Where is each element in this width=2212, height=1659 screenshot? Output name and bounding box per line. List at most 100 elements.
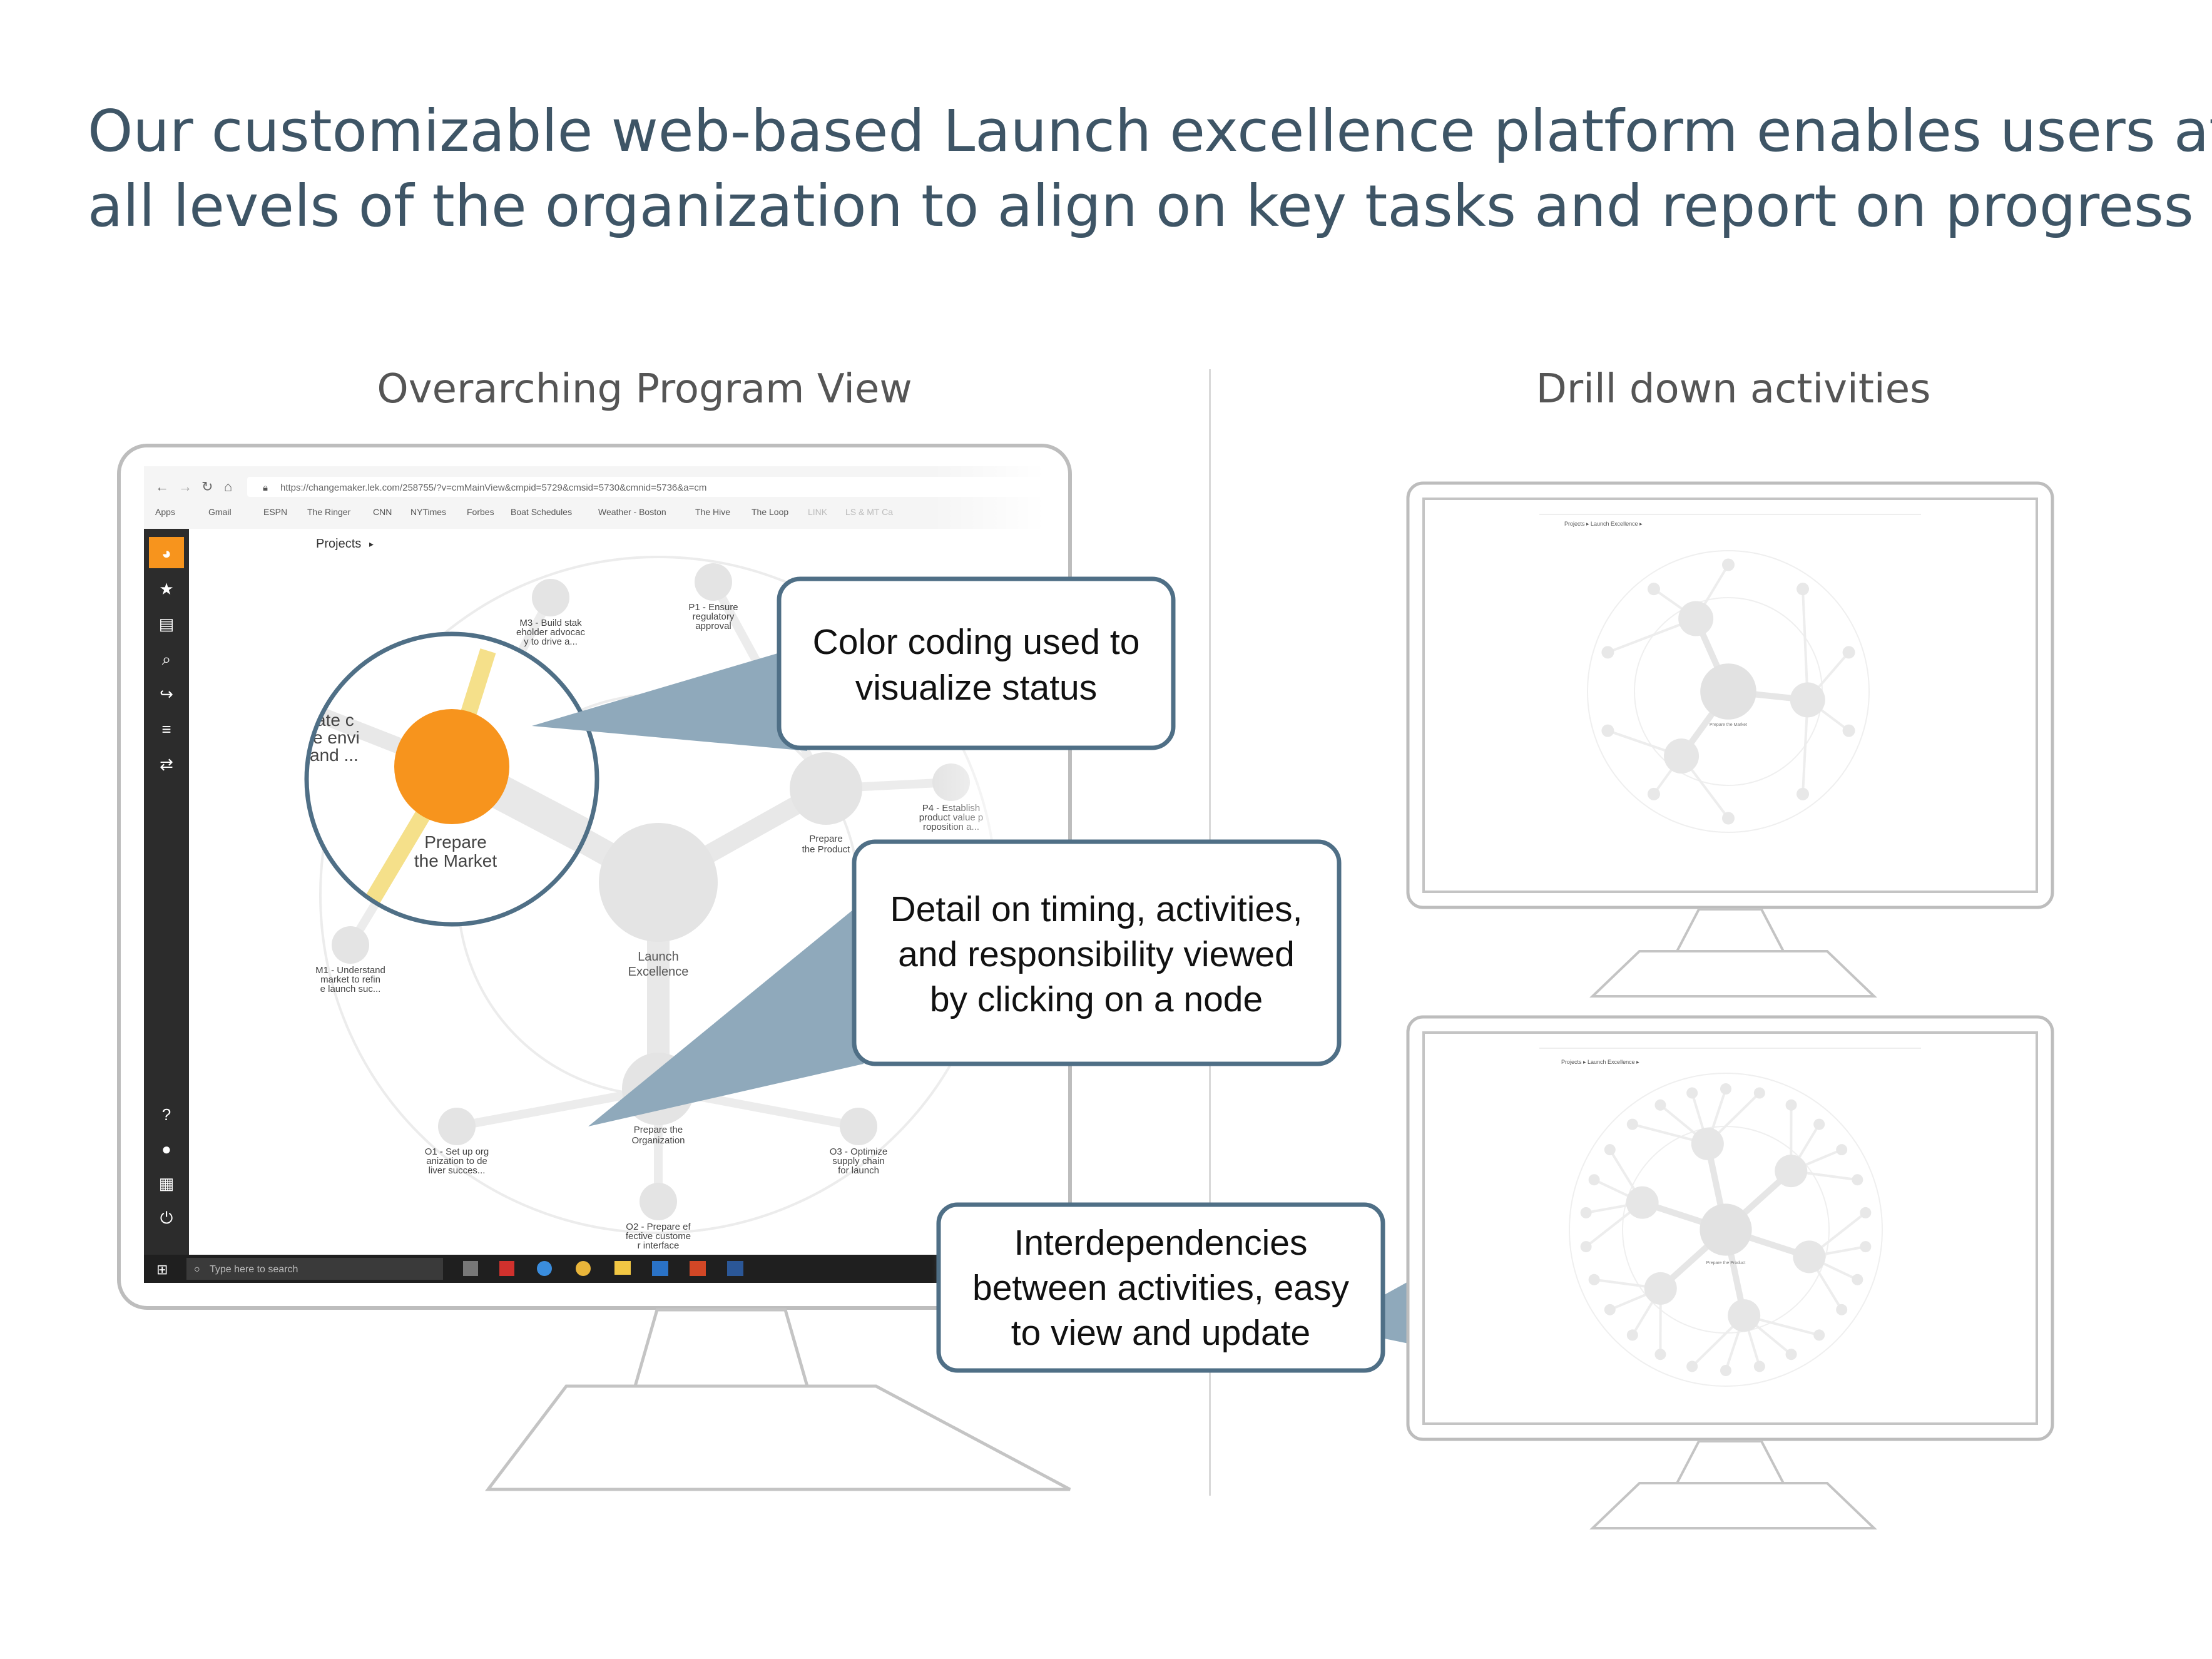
bookmark-item[interactable]: CNN — [373, 507, 392, 517]
swap-icon[interactable]: ⇄ — [160, 755, 173, 773]
node-prepare-product[interactable] — [790, 752, 862, 825]
mini-leaf-node[interactable] — [1654, 1349, 1666, 1360]
mini-leaf-node[interactable] — [1686, 1087, 1698, 1099]
bookmark-item[interactable]: NYTimes — [410, 507, 446, 517]
mini-leaf-node[interactable] — [1722, 558, 1735, 571]
node-launch-excellence[interactable] — [599, 823, 718, 942]
chrome-icon[interactable] — [576, 1261, 591, 1276]
mini-leaf-node[interactable] — [1797, 787, 1810, 800]
mini-leaf-node[interactable] — [1626, 1329, 1638, 1341]
explorer-icon[interactable] — [614, 1261, 631, 1275]
mini-leaf-node[interactable] — [1722, 812, 1735, 825]
mini-leaf-node[interactable] — [1686, 1360, 1698, 1372]
mini-leaf-node[interactable] — [1580, 1207, 1592, 1218]
mini-hub-node[interactable] — [1644, 1272, 1677, 1305]
mini-hub-node[interactable] — [1793, 1240, 1826, 1274]
mini-leaf-node[interactable] — [1720, 1365, 1731, 1376]
forward-icon[interactable]: → — [178, 479, 192, 494]
mini-leaf-node[interactable] — [1604, 1304, 1616, 1315]
star-icon[interactable]: ★ — [159, 579, 173, 598]
mini-hub-node[interactable] — [1678, 601, 1714, 636]
mini-leaf-node[interactable] — [1601, 646, 1614, 659]
node-p1[interactable] — [695, 563, 732, 601]
mini-leaf-node[interactable] — [1588, 1274, 1600, 1285]
mini-center-node[interactable] — [1700, 663, 1756, 720]
node-m3[interactable] — [532, 579, 569, 616]
bookmark-item[interactable]: Weather - Boston — [598, 507, 666, 517]
node-o1[interactable] — [438, 1108, 476, 1145]
mini-hub-node[interactable] — [1664, 738, 1700, 774]
mini-leaf-node[interactable] — [1842, 646, 1855, 659]
outlook-icon[interactable] — [652, 1261, 668, 1276]
bookmark-item[interactable]: ESPN — [263, 507, 287, 517]
url-text[interactable]: https://changemaker.lek.com/258755/?v=cm… — [280, 482, 706, 493]
mini-leaf-node[interactable] — [1588, 1174, 1600, 1186]
mini-hub-node[interactable] — [1691, 1127, 1724, 1160]
mini-leaf-node[interactable] — [1753, 1360, 1765, 1372]
node-o3[interactable] — [840, 1108, 877, 1145]
mini-hub-node[interactable] — [1728, 1299, 1761, 1332]
mini-leaf-node[interactable] — [1785, 1349, 1797, 1360]
task-view-icon[interactable] — [463, 1261, 478, 1276]
list-icon[interactable]: ≡ — [161, 720, 171, 738]
drilldown-top-breadcrumb[interactable]: Projects ▸ Launch Excellence ▸ — [1564, 521, 1643, 527]
bookmark-item[interactable]: Forbes — [467, 507, 494, 517]
power-icon[interactable]: ⏻ — [160, 1208, 173, 1227]
bookmark-item[interactable]: Boat Schedules — [511, 507, 572, 517]
bookmark-item[interactable]: Gmail — [208, 507, 232, 517]
mini-leaf-node[interactable] — [1604, 1144, 1616, 1156]
pie-chart-icon[interactable]: ◕ — [161, 544, 171, 563]
bookmark-item[interactable]: LINK — [808, 507, 828, 517]
grid-icon[interactable]: ▦ — [159, 1174, 175, 1193]
document-icon[interactable]: ▤ — [159, 615, 175, 633]
mini-leaf-node[interactable] — [1647, 583, 1660, 596]
mini-leaf-node[interactable] — [1580, 1241, 1592, 1253]
drilldown-bottom-breadcrumb[interactable]: Projects ▸ Launch Excellence ▸ — [1561, 1059, 1639, 1065]
sidebar-active-tab[interactable] — [149, 537, 184, 568]
node-o2[interactable] — [640, 1183, 677, 1220]
mini-leaf-node[interactable] — [1647, 787, 1660, 800]
node-m1[interactable] — [332, 926, 369, 964]
bookmark-item[interactable]: The Ringer — [307, 507, 351, 517]
mini-hub-node[interactable] — [1775, 1155, 1808, 1188]
mini-leaf-node[interactable] — [1753, 1087, 1765, 1099]
search-icon[interactable]: ⌕ — [162, 650, 171, 668]
bookmark-item[interactable]: Apps — [155, 507, 175, 517]
mini-leaf-node[interactable] — [1852, 1174, 1863, 1186]
mini-leaf-node[interactable] — [1842, 724, 1855, 737]
share-icon[interactable]: ↪ — [160, 685, 173, 703]
breadcrumb[interactable]: Projects — [316, 537, 361, 551]
mini-leaf-node[interactable] — [1626, 1118, 1638, 1130]
mini-leaf-node[interactable] — [1852, 1274, 1863, 1285]
taskbar-search-placeholder[interactable]: Type here to search — [210, 1264, 298, 1275]
mini-leaf-node[interactable] — [1797, 583, 1810, 596]
app-icon-1[interactable] — [499, 1261, 514, 1276]
mini-center-node[interactable] — [1700, 1203, 1752, 1256]
mini-hub-node[interactable] — [1790, 682, 1825, 718]
mini-leaf-node[interactable] — [1860, 1207, 1872, 1218]
mini-leaf-node[interactable] — [1860, 1241, 1872, 1253]
mini-leaf-node[interactable] — [1601, 724, 1614, 737]
bookmark-item[interactable]: LS & MT Ca — [845, 507, 893, 517]
mini-hub-node[interactable] — [1626, 1186, 1659, 1219]
bookmark-item[interactable]: The Loop — [752, 507, 788, 517]
taskbar-search[interactable] — [186, 1258, 443, 1280]
mini-leaf-node[interactable] — [1654, 1099, 1666, 1111]
user-icon[interactable]: ● — [161, 1140, 171, 1158]
windows-start-icon[interactable]: ⊞ — [156, 1262, 168, 1277]
powerpoint-icon[interactable] — [690, 1261, 706, 1276]
word-icon[interactable] — [727, 1261, 743, 1276]
back-icon[interactable]: ← — [155, 479, 169, 494]
node-prepare-market-status[interactable] — [394, 709, 509, 824]
app-icon-2[interactable] — [537, 1261, 552, 1276]
reload-icon[interactable]: ↻ — [201, 479, 213, 494]
mini-leaf-node[interactable] — [1813, 1329, 1825, 1341]
help-icon[interactable]: ? — [162, 1105, 171, 1124]
mini-leaf-node[interactable] — [1813, 1118, 1825, 1130]
mini-leaf-node[interactable] — [1785, 1099, 1797, 1111]
address-bar[interactable] — [247, 477, 1045, 497]
home-icon[interactable]: ⌂ — [224, 479, 232, 494]
bookmark-item[interactable]: The Hive — [695, 507, 730, 517]
mini-leaf-node[interactable] — [1836, 1304, 1848, 1315]
mini-leaf-node[interactable] — [1836, 1144, 1848, 1156]
